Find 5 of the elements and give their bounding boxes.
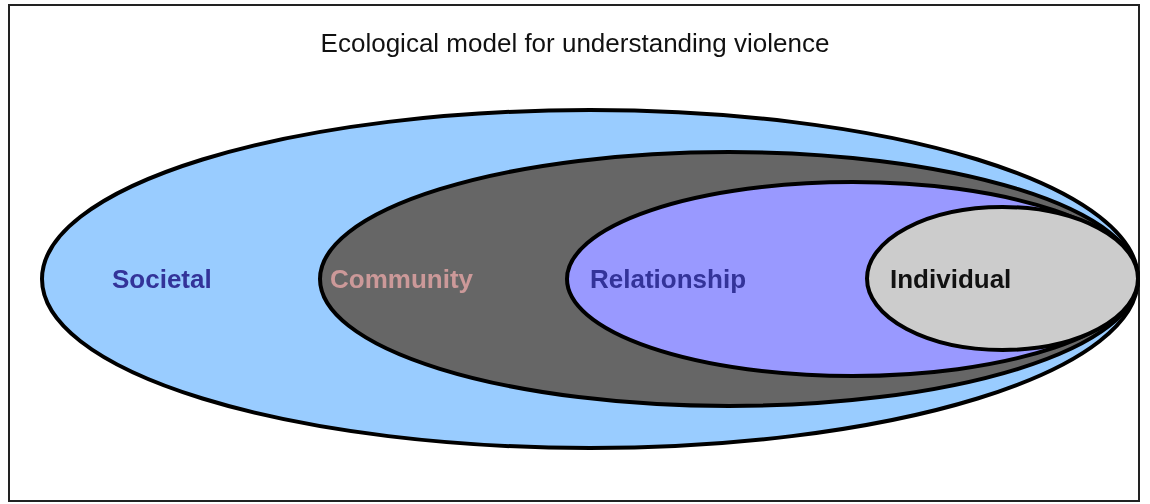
layer-label: Individual xyxy=(890,263,1012,294)
layer-label: Relationship xyxy=(590,263,746,295)
layer-label: Community xyxy=(330,263,473,295)
layer-label: Societal xyxy=(112,263,212,295)
diagram-title: Ecological model for understanding violence xyxy=(319,28,831,59)
